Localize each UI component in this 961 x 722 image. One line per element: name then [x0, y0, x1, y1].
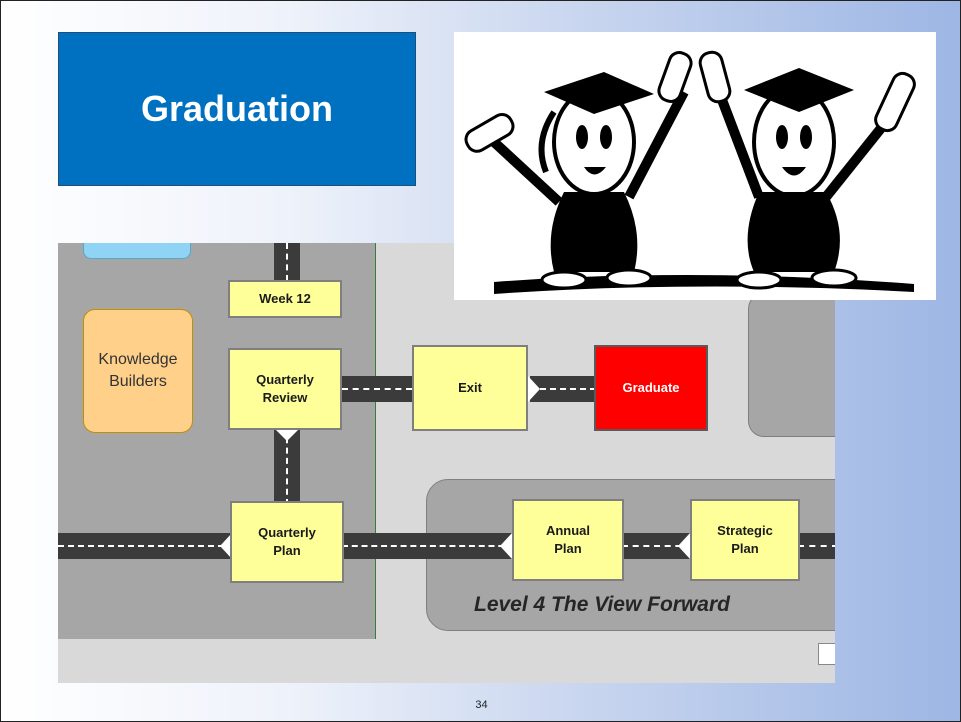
node-exit: Exit: [412, 345, 528, 431]
node-quarterly-review: Quarterly Review: [228, 348, 342, 430]
arrow-down-icon: [273, 427, 301, 441]
road-plan-annual: [342, 533, 514, 559]
roadmap-diagram: Knowledge Builders Week 12 Quarterly Rev…: [58, 243, 835, 683]
map-bottom-strip: [58, 639, 835, 683]
road-strategic-out: [798, 533, 835, 559]
road-vertical-top: [274, 243, 300, 281]
arrow-left-icon: [500, 533, 512, 559]
level-4-label: Level 4 The View Forward: [474, 593, 730, 616]
blue-block-partial: [83, 243, 191, 259]
slide-title: Graduation: [58, 32, 416, 186]
arrow-left-icon: [220, 533, 232, 559]
node-annual-plan: Annual Plan: [512, 499, 624, 581]
arrow-left-icon: [678, 533, 690, 559]
road-left-out: [58, 533, 234, 559]
page-number: 34: [475, 699, 488, 711]
node-graduate: Graduate: [594, 345, 708, 431]
arrow-right-icon: [528, 376, 540, 402]
zone-right-top: [748, 293, 835, 437]
node-strategic-plan: Strategic Plan: [690, 499, 800, 581]
node-week-12: Week 12: [228, 280, 342, 318]
knowledge-builders-box: Knowledge Builders: [83, 309, 193, 433]
road-exit-graduate: [530, 376, 596, 402]
node-quarterly-plan: Quarterly Plan: [230, 501, 344, 583]
graduates-celebrating-clipart-icon: [454, 32, 936, 300]
road-review-exit: [342, 376, 412, 402]
small-white-box: [818, 643, 835, 665]
